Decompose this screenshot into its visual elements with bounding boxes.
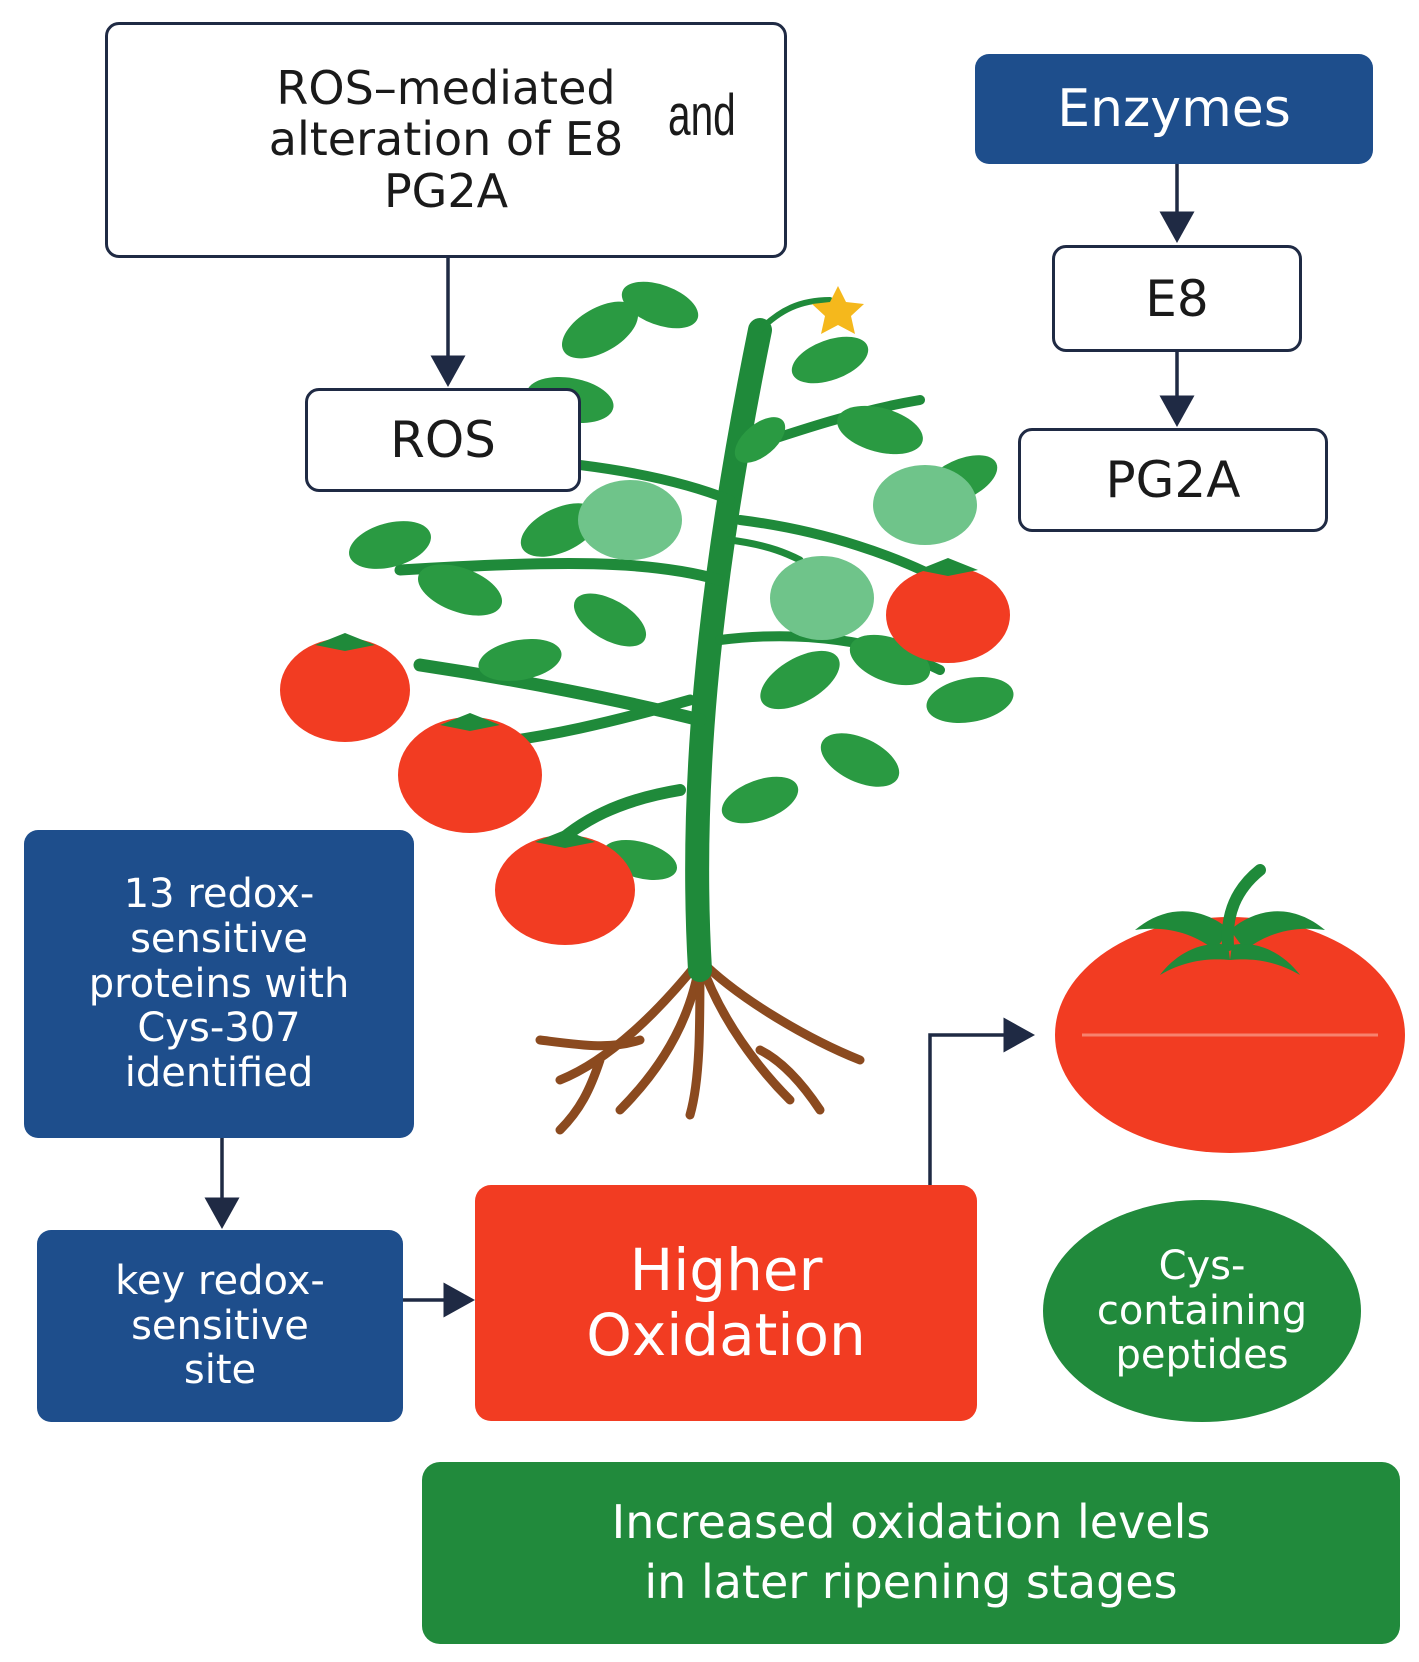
- tomato-calyxes: [315, 558, 978, 848]
- increased-oxidation-text: Increased oxidation levels in later ripe…: [611, 1495, 1211, 1609]
- redox-proteins-box: 13 redox- sensitive proteins with Cys-30…: [24, 830, 414, 1138]
- ros-text: ROS: [390, 411, 496, 469]
- and-label: and: [668, 82, 738, 162]
- key-redox-site-text: key redox- sensitive site: [115, 1257, 325, 1394]
- ripe-tomatoes: [280, 567, 1010, 945]
- ros-mediated-alteration-text: ROS–mediated alteration of E8 PG2A: [268, 60, 624, 218]
- flower-star-icon: [812, 286, 864, 334]
- redox-proteins-text: 13 redox- sensitive proteins with Cys-30…: [88, 871, 350, 1097]
- cys-peptides-text: Cys- containing peptides: [1096, 1242, 1308, 1379]
- higher-oxidation-box: Higher Oxidation: [475, 1185, 977, 1421]
- pg2a-box: PG2A: [1018, 428, 1328, 532]
- pg2a-text: PG2A: [1105, 451, 1241, 509]
- increased-oxidation-box: Increased oxidation levels in later ripe…: [422, 1462, 1400, 1644]
- enzymes-text: Enzymes: [1057, 78, 1291, 139]
- e8-box: E8: [1052, 245, 1302, 352]
- e8-text: E8: [1145, 269, 1209, 328]
- roots: [535, 955, 865, 1135]
- large-ripe-tomato: [1055, 864, 1405, 1153]
- arrow-higher-oxidation-to-tomato: [928, 1017, 1035, 1185]
- key-redox-site-box: key redox- sensitive site: [37, 1230, 403, 1422]
- unripe-tomatoes: [578, 465, 977, 640]
- cys-peptides-ellipse: Cys- containing peptides: [1043, 1200, 1361, 1422]
- enzymes-box: Enzymes: [975, 54, 1373, 164]
- higher-oxidation-text: Higher Oxidation: [586, 1236, 866, 1369]
- ros-box: ROS: [305, 388, 581, 492]
